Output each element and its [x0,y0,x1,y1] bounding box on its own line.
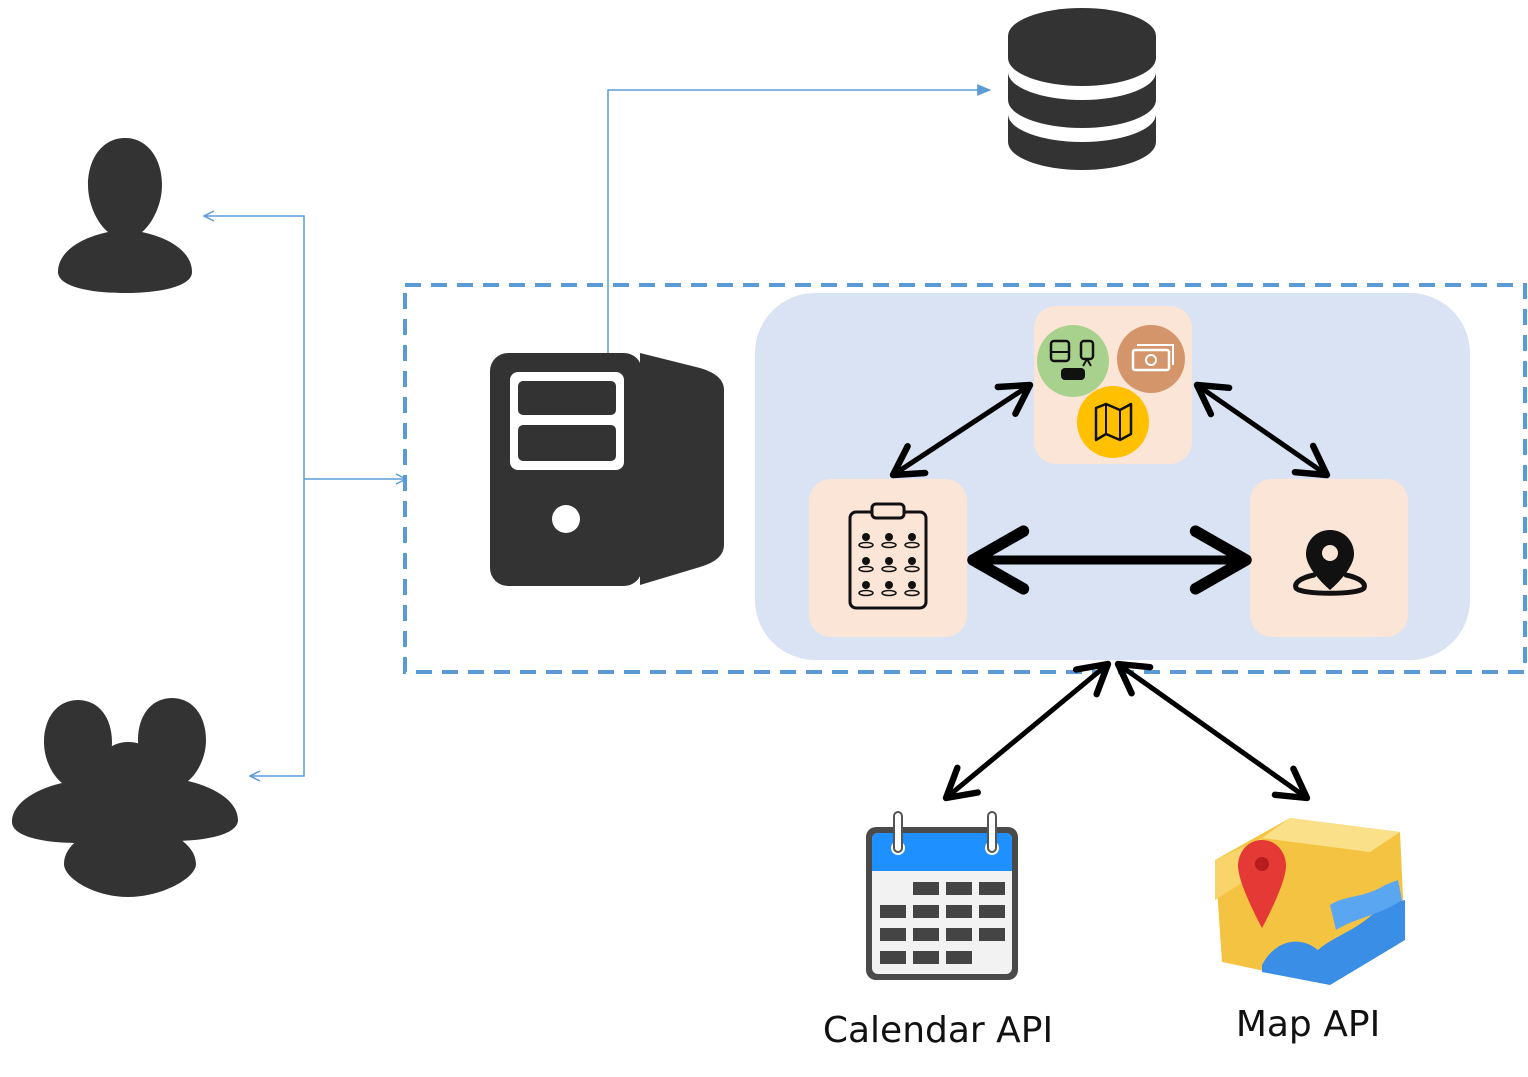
connector-users [204,216,406,776]
tile-location [1250,479,1408,637]
server-icon [490,353,724,586]
connector-database [607,84,992,355]
clipboard-locations-icon [848,502,928,610]
calendar-api-label: Calendar API [822,1010,1054,1051]
map-api-icon [1215,818,1405,985]
money-icon [1117,325,1185,393]
map-api-label: Map API [1235,1004,1381,1045]
internal-arrows [889,381,1331,595]
location-pin-icon [1293,530,1367,596]
calendar-icon [866,811,1018,980]
api-arrows [942,660,1311,802]
database-icon [1008,8,1156,170]
user-icon [58,138,192,293]
user-group-icon [12,698,238,897]
transport-icon [1037,325,1109,397]
tile-schedule [809,479,967,637]
folded-map-icon [1077,386,1149,458]
tile-travel-info [1034,306,1192,464]
